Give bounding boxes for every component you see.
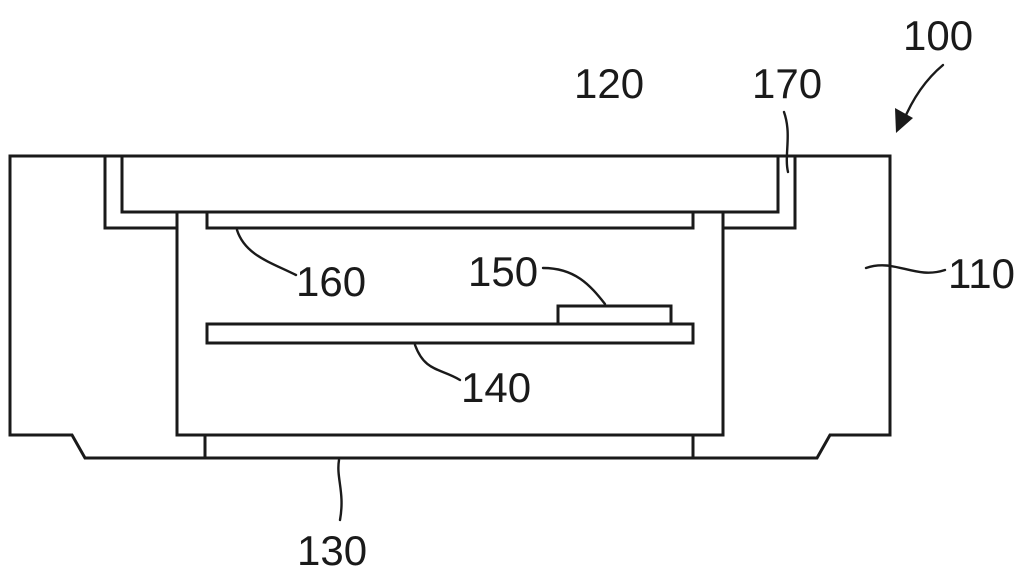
label-120: 120 <box>574 60 644 107</box>
component-150 <box>556 304 673 326</box>
label-160: 160 <box>296 258 366 305</box>
label-130: 130 <box>297 527 367 574</box>
leader-170 <box>782 110 790 174</box>
layer-160 <box>205 210 695 230</box>
label-150: 150 <box>468 248 538 295</box>
label-170: 170 <box>752 60 822 107</box>
label-110: 110 <box>948 250 1015 297</box>
cover-120 <box>120 154 780 214</box>
leader-150 <box>541 266 607 306</box>
leader-140 <box>413 343 462 382</box>
label-140: 140 <box>461 364 531 411</box>
label-100: 100 <box>903 12 973 59</box>
bottom-130 <box>203 433 695 460</box>
leader-100 <box>901 63 945 124</box>
leader-160 <box>235 228 298 277</box>
board-140 <box>205 322 695 345</box>
arrowhead-icon <box>895 108 913 133</box>
leader-130 <box>337 458 343 522</box>
leader-110 <box>864 264 947 274</box>
